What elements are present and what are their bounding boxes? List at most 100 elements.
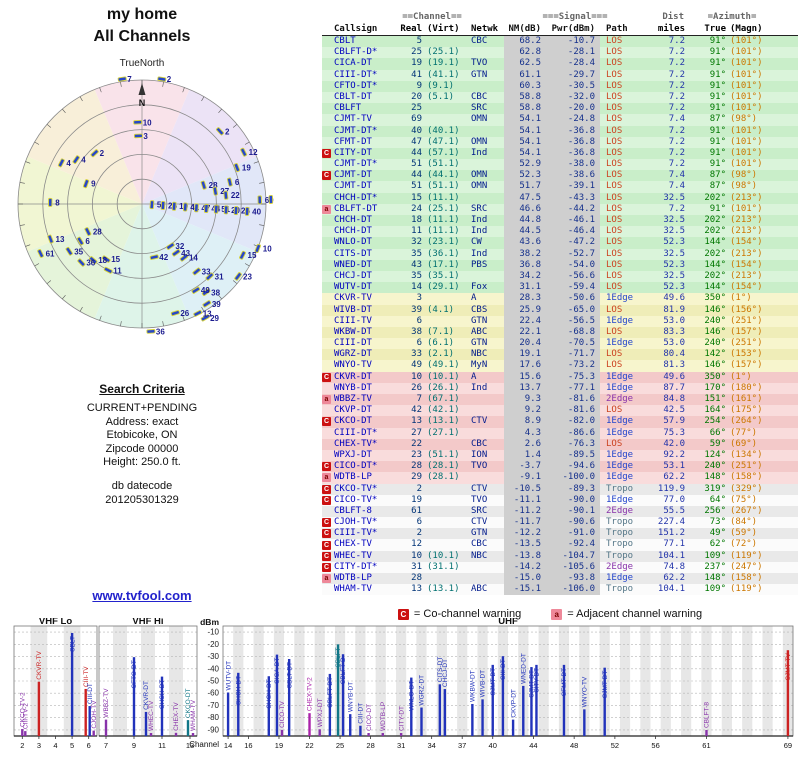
callsign-link[interactable]: CICA-DT	[334, 58, 372, 69]
callsign-link[interactable]: CBLT	[334, 36, 356, 46]
callsign-link[interactable]: CFTO-DT*	[334, 80, 378, 91]
callsign-link[interactable]: WNLO-DT	[334, 237, 372, 248]
callsign-link[interactable]: WBBZ-TV	[334, 394, 372, 404]
distance-miles: 75.3	[663, 427, 685, 438]
callsign-link[interactable]: CHCH-DT*	[334, 192, 378, 203]
callsign-link[interactable]: WHAM-TV	[334, 584, 372, 595]
callsign-link[interactable]: CBLFT	[334, 103, 362, 114]
callsign-link[interactable]: CKCO-DT	[334, 416, 372, 427]
callsign-link[interactable]: WNYB-DT	[334, 382, 372, 393]
channel-marker-label: 36	[86, 259, 95, 268]
channel-real: 9	[416, 80, 422, 91]
callsign-link[interactable]: CIII-DT*	[334, 427, 378, 438]
callsign-link[interactable]: WGRZ-DT	[334, 349, 372, 360]
power-dbm: -24.8	[546, 114, 600, 126]
distance-miles: 7.2	[668, 80, 685, 91]
network	[466, 405, 504, 416]
path-type: Tropo	[606, 528, 634, 539]
callsign-link[interactable]: CHEX-TV	[334, 539, 372, 550]
callsign-link[interactable]: CJMT-DT	[334, 170, 372, 181]
callsign-link[interactable]: CBLFT-DT	[334, 203, 378, 214]
path-type: LOS	[606, 80, 623, 91]
callsign-link[interactable]: CHCJ-DT	[334, 270, 372, 281]
signal-bar	[280, 729, 284, 736]
callsign-link[interactable]: CJMT-DT	[334, 181, 372, 192]
callsign-link[interactable]: CICO-TV*	[334, 494, 378, 505]
callsign-link[interactable]: CFMT-DT	[334, 136, 372, 147]
network: A	[471, 293, 477, 304]
callsign-link[interactable]: CJMT-TV	[334, 114, 372, 125]
distance-miles: 7.2	[668, 203, 685, 214]
channel-real: 19	[411, 58, 422, 69]
azimuth-magnetic: (213°)	[730, 270, 763, 281]
channel-marker	[72, 155, 80, 164]
channel-virtual: (11.1)	[427, 192, 460, 203]
signal-bar	[318, 729, 321, 736]
callsign-link[interactable]: CICO-DT*	[334, 461, 378, 472]
callsign-link[interactable]: CBLFT-D*	[334, 47, 378, 58]
callsign-link[interactable]: WIVB-DT	[334, 304, 372, 315]
callsign-link[interactable]: CHCH-DT	[334, 226, 372, 237]
callsign-link[interactable]: CBLT-DT	[334, 91, 372, 102]
signal-bar	[438, 684, 442, 736]
distance-miles: 53.0	[663, 315, 685, 326]
signal-bar	[349, 714, 352, 736]
callsign-link[interactable]: WKBW-DT	[334, 326, 372, 337]
channel-marker-label: 61	[46, 249, 55, 258]
warning-marker: C	[322, 517, 334, 528]
path-type: LOS	[606, 304, 623, 315]
callsign-link[interactable]: CKCO-TV*	[334, 483, 378, 494]
callsign-link[interactable]: CITY-DT*	[334, 561, 378, 572]
signal-bar-label: CBLT	[69, 636, 76, 652]
callsign-link[interactable]: CJOH-TV*	[334, 517, 378, 528]
channel-virtual: (17.1)	[427, 259, 460, 270]
channel-marker	[268, 195, 274, 204]
callsign-link[interactable]: WNED-DT	[334, 259, 372, 270]
callsign-link[interactable]: WNYO-TV	[334, 360, 372, 371]
callsign-link[interactable]: CHCH-DT	[334, 215, 372, 225]
noise-margin: 54.1	[504, 125, 546, 137]
callsign-link[interactable]: CKVP-DT	[334, 405, 372, 416]
callsign-link[interactable]: CIII-DT	[334, 338, 372, 349]
channel-marker-label: 11	[113, 266, 122, 275]
callsign-link[interactable]: CIII-TV	[334, 315, 372, 326]
callsign-link[interactable]: CITS-DT	[334, 248, 372, 259]
network: SRC	[471, 203, 488, 214]
callsign-link[interactable]: CKVR-TV	[334, 293, 372, 304]
callsign-link[interactable]: CHEX-TV*	[334, 438, 378, 449]
signal-bar	[174, 732, 178, 736]
power-dbm: -10.7	[546, 36, 600, 48]
callsign-link[interactable]: CJMT-DT*	[334, 159, 378, 170]
callsign-link[interactable]: CIII-DT*	[334, 69, 378, 80]
callsign-link[interactable]: WHEC-TV	[334, 550, 372, 561]
power-dbm: -38.6	[546, 170, 600, 182]
path-type: 1Edge	[606, 573, 634, 583]
callsign-link[interactable]: WDTB-LP	[334, 573, 372, 583]
channel-marker	[149, 254, 159, 260]
signal-bar	[420, 707, 423, 736]
callsign-link[interactable]: CITY-DT	[334, 147, 372, 158]
callsign-link[interactable]: WPXJ-DT	[334, 449, 372, 460]
channel-tick-label: 6	[87, 741, 91, 750]
channel-real: 28	[411, 461, 422, 472]
signal-bar	[237, 672, 240, 736]
callsign-link[interactable]: CJMT-DT*	[334, 125, 378, 136]
callsign-link[interactable]: CIII-TV*	[334, 528, 378, 539]
channel-marker-label: 2	[100, 149, 105, 158]
callsign-link[interactable]: CKVR-DT	[334, 371, 372, 382]
co-channel-warning-badge: C	[322, 518, 331, 528]
callsign-link[interactable]: WUTV-DT	[334, 282, 372, 293]
channel-marker	[171, 201, 177, 211]
channel-virtual: (44.1)	[427, 170, 460, 181]
path-type: Tropo	[606, 517, 634, 528]
north-needle-icon	[138, 83, 146, 95]
power-dbm: -29.7	[546, 69, 600, 81]
callsign-link[interactable]: WDTB-LP	[334, 472, 372, 483]
noise-margin: -13.8	[504, 550, 546, 562]
tvfool-link[interactable]: www.tvfool.com	[92, 588, 192, 603]
callsign-link[interactable]: CBLFT-8	[334, 505, 372, 516]
